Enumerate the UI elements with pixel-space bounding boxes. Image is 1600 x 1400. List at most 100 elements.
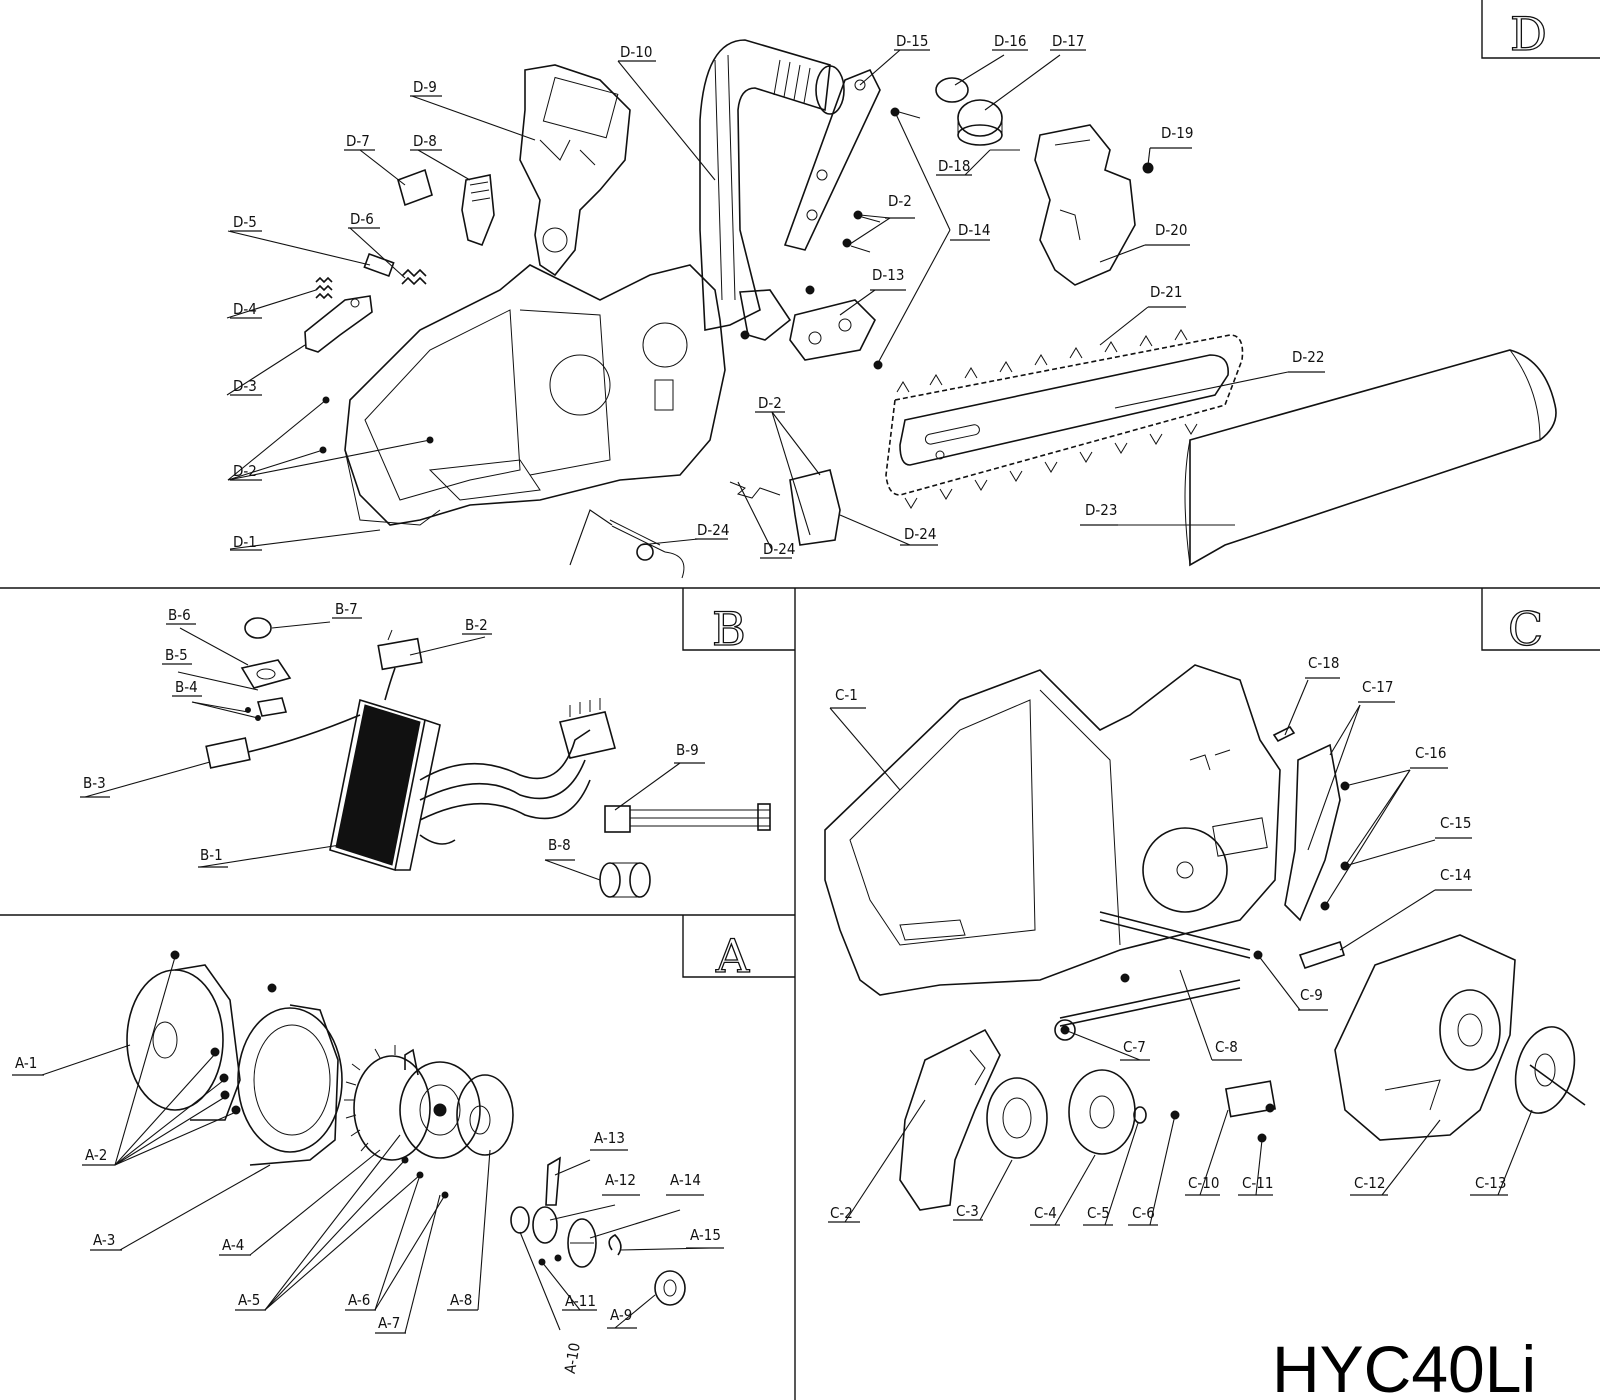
- callout-d8: D-8: [413, 132, 437, 150]
- callout-d2-lower: D-2: [758, 394, 782, 412]
- callout-b1: B-1: [200, 846, 223, 864]
- callout-a9: A-9: [610, 1306, 632, 1324]
- d9-handle-cover-drawing: [519, 64, 631, 277]
- callout-d10: D-10: [620, 43, 652, 61]
- d20-guide-bar-drawing: [899, 354, 1229, 466]
- d7-clip-drawing: [397, 168, 433, 207]
- callout-a6: A-6: [348, 1291, 370, 1309]
- b6-b7-switch-drawing: [240, 617, 292, 689]
- callout-c17: C-17: [1362, 678, 1393, 696]
- b5-screws: [245, 707, 261, 721]
- c4-gear-drawing: [1068, 1069, 1136, 1155]
- a9-bushing-drawing: [654, 1270, 686, 1306]
- callout-c3: C-3: [956, 1202, 979, 1220]
- callout-a15: A-15: [690, 1226, 721, 1244]
- callout-d2-upper: D-2: [888, 192, 912, 210]
- callout-a5: A-5: [238, 1291, 260, 1309]
- callouts-a: A-1 A-2 A-3 A-4 A-5 A-6 A-7 A-8 A-11 A-9…: [12, 1054, 724, 1375]
- c2-cover-drawing: [899, 1028, 1001, 1211]
- a14-disc-drawing: [567, 1218, 597, 1268]
- d13-bracket-drawing: [783, 68, 881, 251]
- section-d-parts: [304, 39, 1557, 579]
- d8-trigger-drawing: [461, 174, 495, 247]
- c5-washer-drawing: [1133, 1106, 1147, 1124]
- c8-rod: [1059, 979, 1241, 1027]
- callout-b2: B-2: [465, 616, 488, 634]
- callout-d18: D-20: [1155, 221, 1187, 239]
- d11-plate-drawing: [789, 299, 876, 361]
- a13-pin-drawing: [545, 1156, 561, 1206]
- callout-a2: A-2: [85, 1146, 107, 1164]
- callout-c11: C-11: [1242, 1174, 1273, 1192]
- d4-spring-drawing: [315, 276, 333, 300]
- d6-spring-drawing: [401, 268, 427, 286]
- leader-lines: [41, 49, 1533, 1334]
- b4-plate-drawing: [256, 697, 288, 717]
- callout-a14: A-14: [670, 1171, 701, 1189]
- svg-text:C: C: [1508, 602, 1543, 656]
- callout-b3: B-3: [83, 774, 106, 792]
- callout-a10: A-10: [561, 1341, 584, 1375]
- d18-grip-drawing: [1034, 124, 1136, 286]
- d21-bar-cover-drawing: [1184, 349, 1557, 567]
- callout-d15: D-17: [1052, 32, 1084, 50]
- b2-microswitch-drawing: [377, 629, 423, 671]
- section-c-title-box: C: [1481, 588, 1600, 657]
- section-d-title-box: D: [1481, 0, 1600, 62]
- c17-bracket-drawing: [1284, 743, 1341, 922]
- c-screws: [1120, 781, 1350, 1143]
- callouts-d: D-1 D-2 D-3 D-4 D-5 D-6 D-7 D-8 D-9 D-10…: [230, 32, 1325, 559]
- callout-c10: C-10: [1188, 1174, 1219, 1192]
- callout-d6: D-6: [350, 210, 374, 228]
- c3-sprocket-drawing: [986, 1077, 1048, 1159]
- c12-side-cover-drawing: [1334, 934, 1516, 1141]
- callout-c15: C-15: [1440, 814, 1471, 832]
- b3-connector-drawing: [205, 714, 361, 769]
- c18-pin-drawing: [1272, 725, 1296, 743]
- d2-screws-drawing: [319, 107, 921, 454]
- callout-d16: D-18: [938, 157, 970, 175]
- callout-d14: D-16: [994, 32, 1026, 50]
- d10-front-handle-drawing: [699, 39, 831, 331]
- c10-plate-drawing: [1224, 1080, 1277, 1118]
- c9-rod: [1099, 911, 1251, 959]
- b8-sleeve-drawing: [599, 862, 651, 898]
- d24-rod-drawing: [609, 519, 666, 553]
- d3-lever-drawing: [304, 295, 373, 353]
- d5-part-drawing: [363, 252, 395, 278]
- callout-d5: D-5: [233, 213, 257, 231]
- callout-a4: A-4: [222, 1236, 244, 1254]
- callout-c2: C-2: [830, 1204, 853, 1222]
- callout-c9: C-9: [1300, 986, 1323, 1004]
- callout-d1: D-1: [233, 533, 257, 551]
- section-a-parts: [126, 950, 686, 1306]
- c14-clip-drawing: [1298, 940, 1345, 970]
- callout-d9: D-9: [413, 78, 437, 96]
- section-c-parts: [824, 664, 1586, 1211]
- b9-cable-drawing: [604, 803, 771, 833]
- callout-b4: B-4: [175, 678, 198, 696]
- callout-d7: D-7: [346, 132, 370, 150]
- callout-c7: C-7: [1123, 1038, 1146, 1056]
- callout-d24: D-24: [697, 521, 729, 539]
- d23-spring-drawing: [729, 481, 781, 499]
- callout-d12: D-14: [958, 221, 990, 239]
- callout-c13: C-13: [1475, 1174, 1506, 1192]
- c1-housing-drawing: [824, 664, 1281, 996]
- callout-a8: A-8: [450, 1291, 472, 1309]
- b9-plug-drawing: [559, 698, 616, 759]
- callout-d23: D-24: [763, 540, 795, 558]
- callout-c12: C-12: [1354, 1174, 1385, 1192]
- callout-d4: D-4: [233, 300, 257, 318]
- callout-c5: C-5: [1087, 1204, 1110, 1222]
- c13-knob-drawing: [1514, 1026, 1586, 1114]
- a4-motor-drawing: [344, 1045, 431, 1161]
- callout-c1: C-1: [835, 686, 858, 704]
- section-b-parts: [205, 617, 771, 898]
- callout-b5: B-5: [165, 646, 188, 664]
- d22-bracket-drawing: [789, 469, 841, 546]
- a8-gear-plate-drawing: [456, 1074, 514, 1156]
- svg-text:D: D: [1510, 7, 1547, 61]
- d15-sprocket-nut-drawing: [957, 99, 1003, 146]
- callout-b6: B-6: [168, 606, 191, 624]
